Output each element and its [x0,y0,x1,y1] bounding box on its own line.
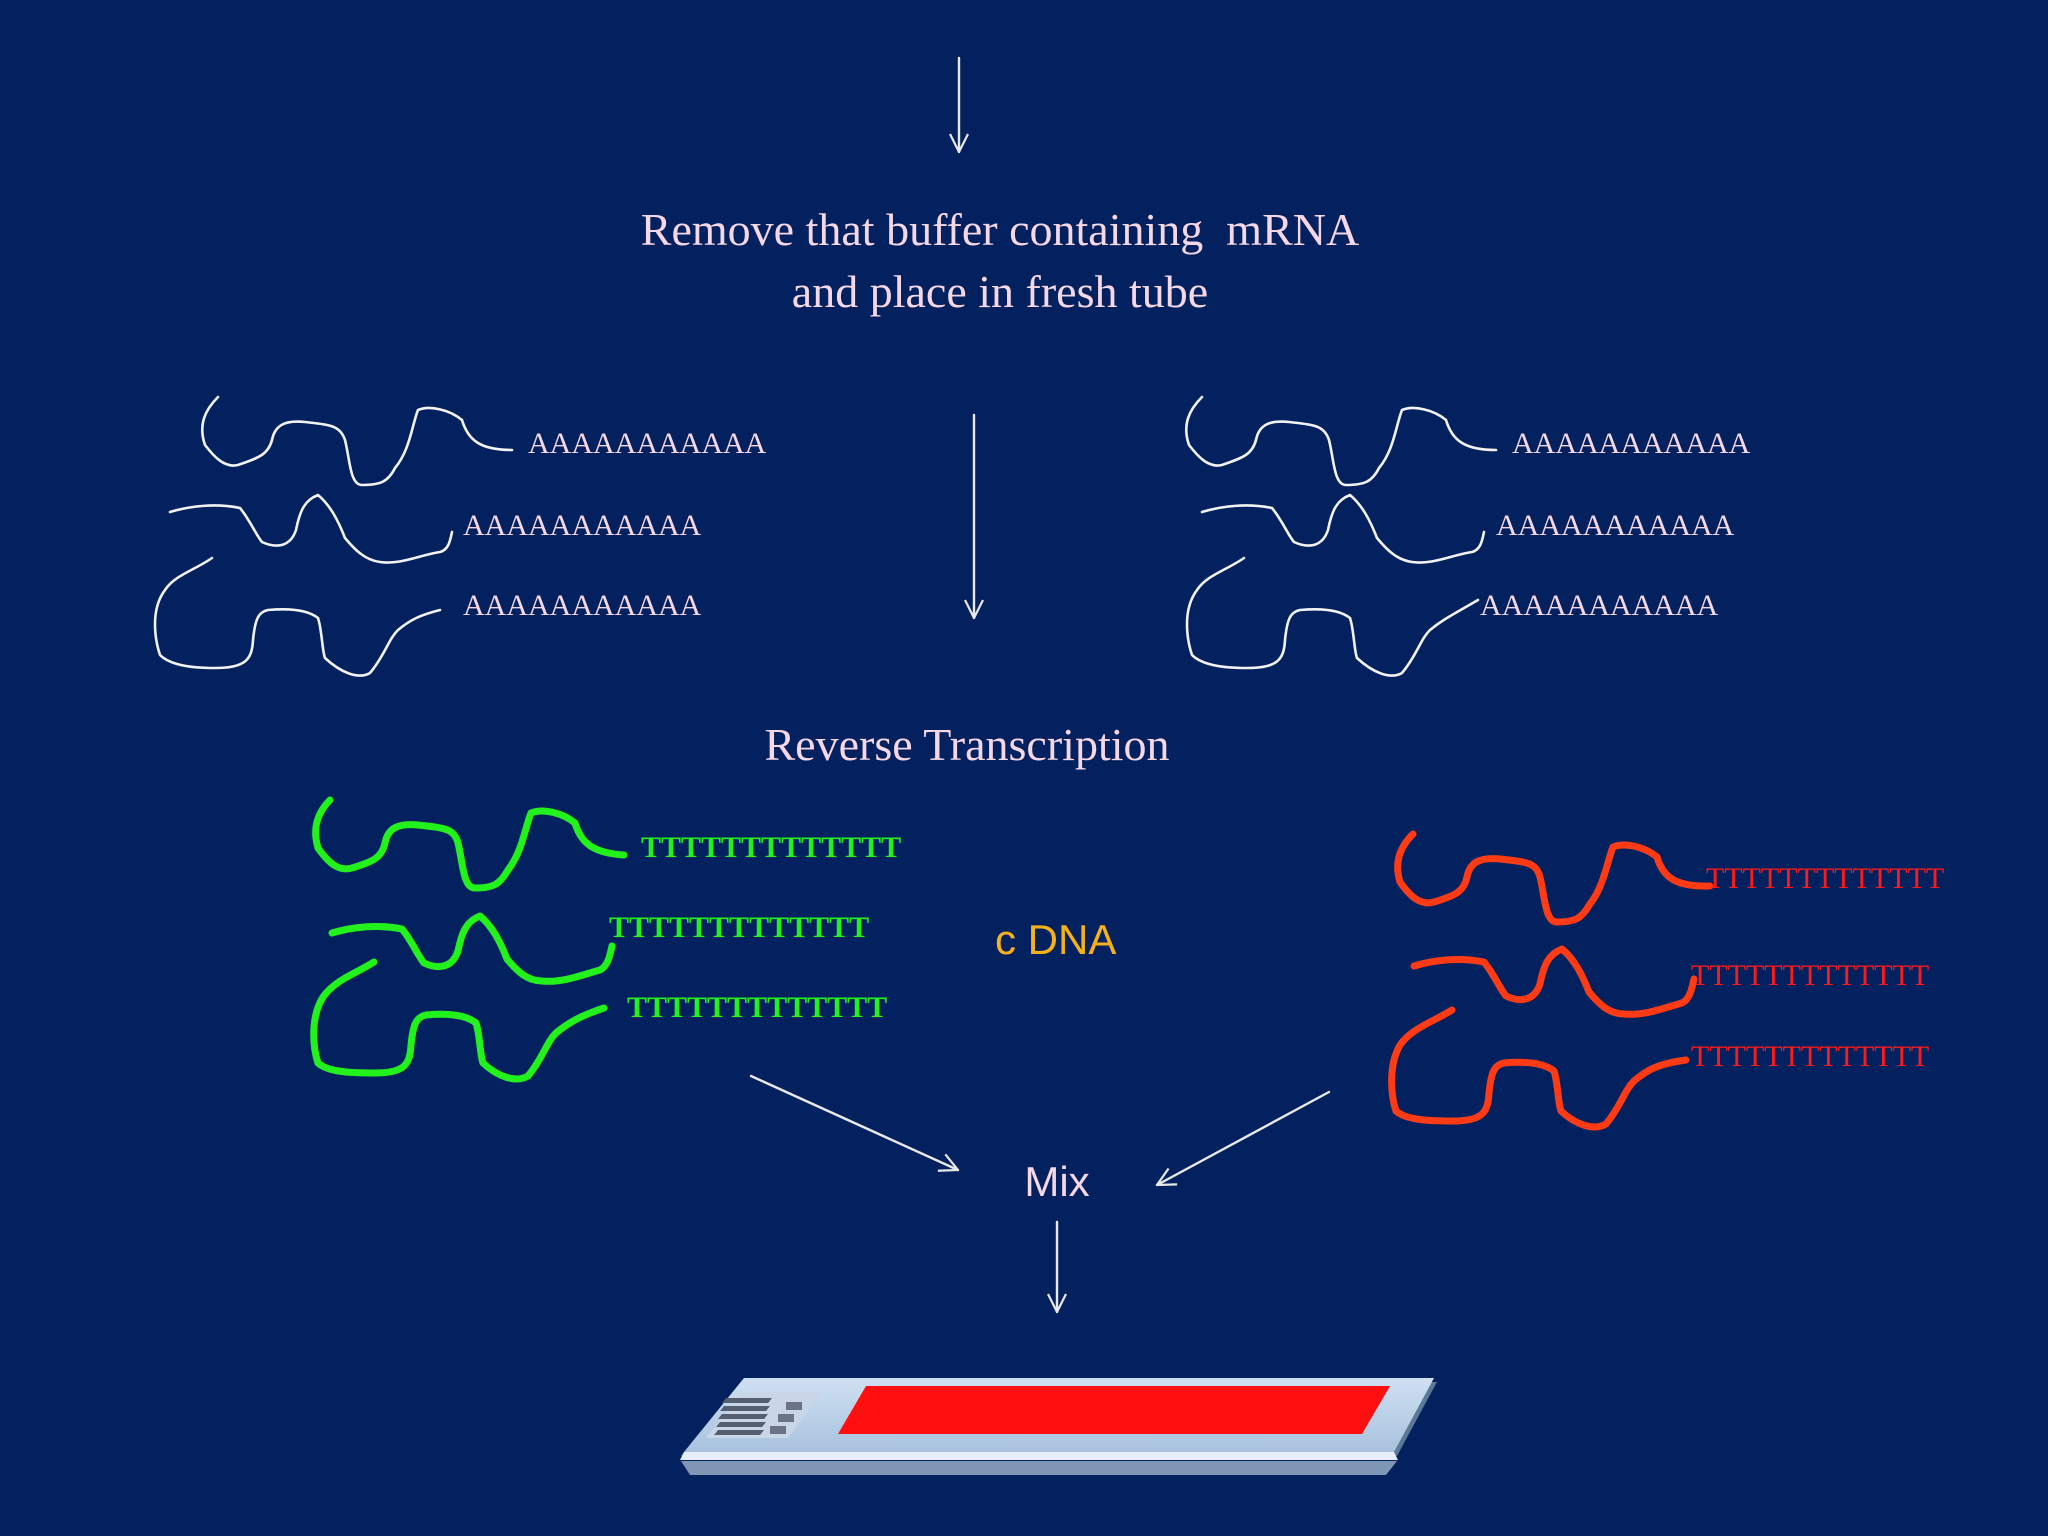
microarray-slide [680,1378,1437,1475]
mrna-strand [200,395,514,487]
poly-t-label: TTTTTTTTTTTTT [641,831,901,864]
array-spot-area [838,1386,1390,1434]
mix-label: Mix [1024,1158,1089,1205]
step-text-line2: and place in fresh tube [792,266,1208,317]
cdna-strand [1410,945,1698,1018]
barcode-label [706,1392,822,1438]
poly-t-label: TTTTTTTTTTTTT [627,991,887,1024]
cdna-strand [328,912,616,985]
poly-t-label: TTTTTTTTTTTTT [1691,1040,1929,1073]
mrna-group-right: AAAAAAAAAAA AAAAAAAAAAA AAAAAAAAAAA [1184,395,1751,677]
poly-a-label: AAAAAAAAAAA [463,589,702,622]
mrna-group-left: AAAAAAAAAAA AAAAAAAAAAA AAAAAAAAAAA [153,395,767,677]
cdna-strand [310,958,608,1083]
poly-a-label: AAAAAAAAAAA [1496,509,1735,542]
poly-t-label: TTTTTTTTTTTTT [1706,862,1944,895]
mrna-strand [153,556,442,677]
cdna-strand [312,796,628,892]
mrna-strand [168,493,454,564]
mrna-strand [1200,493,1486,564]
poly-a-label: AAAAAAAAAAA [463,509,702,542]
poly-a-label: AAAAAAAAAAA [1480,589,1719,622]
arrow-red-to-mix [1157,1090,1331,1187]
arrow-green-to-mix [749,1074,958,1170]
step-text-line1: Remove that buffer containing mRNA [641,204,1359,255]
poly-t-label: TTTTTTTTTTTTT [1691,959,1929,992]
poly-a-label: AAAAAAAAAAA [1512,427,1751,460]
poly-a-label: AAAAAAAAAAA [528,427,767,460]
poly-t-label: TTTTTTTTTTTTT [609,911,869,944]
cdna-group-green: TTTTTTTTTTTTT TTTTTTTTTTTTT TTTTTTTTTTTT… [310,796,901,1083]
mrna-strand [1185,556,1480,677]
cdna-strand [1394,830,1714,926]
mrna-strand [1184,395,1498,487]
cdna-strand [1388,1006,1690,1131]
reverse-transcription-label: Reverse Transcription [764,719,1169,770]
cdna-group-red: TTTTTTTTTTTTT TTTTTTTTTTTTT TTTTTTTTTTTT… [1388,830,1944,1131]
cdna-label: c DNA [995,916,1116,963]
